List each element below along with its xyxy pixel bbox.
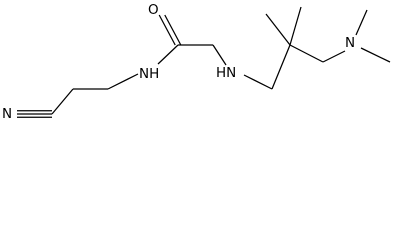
nitrile-nitrogen-label: N [2, 106, 12, 120]
amide-nh-label: NH [139, 66, 159, 82]
bond-lines [17, 6, 391, 118]
chemical-structure-diagram: N O NH HN N [2, 2, 391, 120]
ch2-to-amine-nh-bond [212, 44, 227, 66]
ch2-to-dimethylamino-n-bond [322, 50, 346, 63]
secondary-amine-nh-label: HN [216, 65, 236, 81]
ch2-to-quaternary-carbon-bond [271, 44, 291, 90]
carbonyl-double-bond-a [158, 14, 176, 46]
dimethylamino-n-methyl-down-bond [360, 47, 391, 63]
amine-nh-to-ch2-bond [243, 74, 273, 90]
quaternary-carbon-methyl-left-bond [265, 13, 291, 46]
ch2-to-amide-n-bond [107, 73, 139, 90]
quaternary-carbon-to-ch2-bond [289, 44, 324, 63]
dimethylamino-n-methyl-up-bond [355, 9, 368, 36]
atom-labels: N O NH HN N [2, 2, 355, 120]
quaternary-carbon-methyl-right-bond [289, 6, 302, 46]
carbonyl-double-bond-b [164, 14, 182, 46]
amide-n-to-carbonyl-bond [157, 44, 179, 65]
dimethylamino-nitrogen-label: N [345, 35, 355, 51]
amide-oxygen-label: O [148, 2, 159, 18]
cyano-carbon-to-ch2-bond [51, 88, 74, 115]
